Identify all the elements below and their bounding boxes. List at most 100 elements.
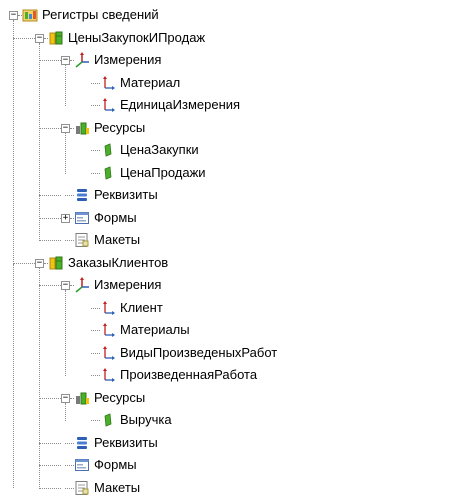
tree-connector-line — [39, 398, 61, 399]
tree-connector-line — [65, 133, 66, 174]
tree-item-templates-0-label: Макеты — [94, 232, 141, 247]
resources-icon — [74, 390, 90, 406]
tree-toggle-collapse-icon[interactable]: − — [61, 55, 70, 65]
tree-item-dimension-label: ПроизведеннаяРабота — [120, 367, 258, 382]
tree-item-dimension[interactable] — [85, 342, 86, 364]
tree-item-dimension[interactable] — [85, 364, 86, 386]
tree-item-resource-label: ЦенаЗакупки — [120, 142, 199, 157]
tree-connector-line — [39, 60, 61, 61]
tree-connector-line — [39, 128, 61, 129]
tree-connector-line — [65, 240, 74, 241]
tree-connector-line — [39, 240, 61, 241]
tree-item-register-1-label: ЗаказыКлиентов — [68, 255, 169, 270]
dimensions-axes-icon — [74, 52, 90, 68]
tree-toggle-collapse-icon[interactable]: − — [61, 280, 70, 290]
tree-toggle-expand-icon[interactable]: + — [61, 213, 70, 223]
tree-item-dimensions-0-label: Измерения — [94, 52, 162, 67]
tree-connector-line — [70, 218, 74, 219]
tree-item-dimension-label: Материал — [120, 75, 181, 90]
templates-icon — [74, 480, 90, 496]
tree-toggle-collapse-icon[interactable]: − — [35, 258, 44, 268]
tree-connector-line — [70, 128, 74, 129]
dimension-icon — [100, 300, 116, 316]
tree-item-dimension-label: Клиент — [120, 300, 163, 315]
tree-item-dimension-label: Материалы — [120, 322, 190, 337]
templates-icon — [74, 232, 90, 248]
tree-connector-line — [91, 353, 100, 354]
tree-connector-line — [91, 173, 100, 174]
tree-connector-line — [65, 443, 74, 444]
dimension-icon — [100, 75, 116, 91]
tree-connector-line — [65, 403, 66, 421]
tree-item-resource[interactable] — [85, 409, 86, 431]
register-icon — [48, 255, 64, 271]
tree-connector-line — [44, 38, 48, 39]
attributes-icon — [74, 187, 90, 203]
tree-item-dimension[interactable] — [85, 72, 86, 94]
tree-item-registers[interactable] — [7, 4, 8, 26]
tree-connector-line — [39, 465, 61, 466]
tree-item-dimensions-1-label: Измерения — [94, 277, 162, 292]
metadata-tree: −Регистры сведений−ЦеныЗакупокИПродаж−Из… — [7, 4, 278, 495]
forms-icon — [74, 457, 90, 473]
tree-toggle-collapse-icon[interactable]: − — [35, 33, 44, 43]
tree-item-forms-0-label: Формы — [94, 210, 137, 225]
resources-icon — [74, 120, 90, 136]
dimension-icon — [100, 367, 116, 383]
tree-item-attributes-1-label: Реквизиты — [94, 435, 158, 450]
resource-icon — [100, 165, 116, 181]
dimensions-axes-icon — [74, 277, 90, 293]
tree-connector-line — [91, 330, 100, 331]
tree-connector-line — [91, 420, 100, 421]
tree-connector-line — [91, 105, 100, 106]
tree-connector-line — [65, 195, 74, 196]
tree-connector-line — [13, 263, 35, 264]
tree-item-dimension-label: ВидыПроизведеныхРабот — [120, 345, 278, 360]
tree-item-resource[interactable] — [85, 162, 86, 184]
dimension-icon — [100, 345, 116, 361]
tree-connector-line — [13, 20, 14, 264]
forms-icon — [74, 210, 90, 226]
tree-connector-line — [18, 15, 22, 16]
attributes-icon — [74, 435, 90, 451]
tree-connector-line — [39, 195, 61, 196]
tree-item-resource-label: Выручка — [120, 412, 172, 427]
tree-connector-line — [39, 488, 61, 489]
tree-toggle-collapse-icon[interactable]: − — [61, 393, 70, 403]
tree-connector-line — [91, 150, 100, 151]
tree-connector-line — [91, 83, 100, 84]
registers-folder-icon — [22, 7, 38, 23]
tree-connector-line — [91, 375, 100, 376]
tree-item-register-0-label: ЦеныЗакупокИПродаж — [68, 30, 206, 45]
tree-item-dimension[interactable] — [85, 94, 86, 116]
tree-item-resource-label: ЦенаПродажи — [120, 165, 206, 180]
tree-item-dimension[interactable] — [85, 297, 86, 319]
tree-connector-line — [65, 290, 66, 376]
tree-connector-line — [39, 218, 61, 219]
tree-connector-line — [70, 60, 74, 61]
tree-toggle-collapse-icon[interactable]: − — [9, 10, 18, 20]
resource-icon — [100, 142, 116, 158]
tree-connector-line — [91, 308, 100, 309]
resource-icon — [100, 412, 116, 428]
dimension-icon — [100, 97, 116, 113]
tree-item-attributes-0-label: Реквизиты — [94, 187, 158, 202]
tree-item-dimension[interactable] — [85, 319, 86, 341]
tree-connector-line — [13, 264, 14, 488]
tree-item-resource[interactable] — [85, 139, 86, 161]
dimension-icon — [100, 322, 116, 338]
tree-connector-line — [39, 43, 40, 241]
tree-toggle-collapse-icon[interactable]: − — [61, 123, 70, 133]
tree-connector-line — [65, 65, 66, 106]
tree-connector-line — [39, 443, 61, 444]
tree-item-resources-1-label: Ресурсы — [94, 390, 146, 405]
tree-connector-line — [65, 488, 74, 489]
tree-connector-line — [44, 263, 48, 264]
tree-item-resources-0-label: Ресурсы — [94, 120, 146, 135]
tree-connector-line — [70, 398, 74, 399]
tree-connector-line — [65, 465, 74, 466]
tree-item-forms-1-label: Формы — [94, 457, 137, 472]
tree-item-templates-1-label: Макеты — [94, 480, 141, 495]
tree-connector-line — [39, 285, 61, 286]
tree-connector-line — [39, 268, 40, 489]
